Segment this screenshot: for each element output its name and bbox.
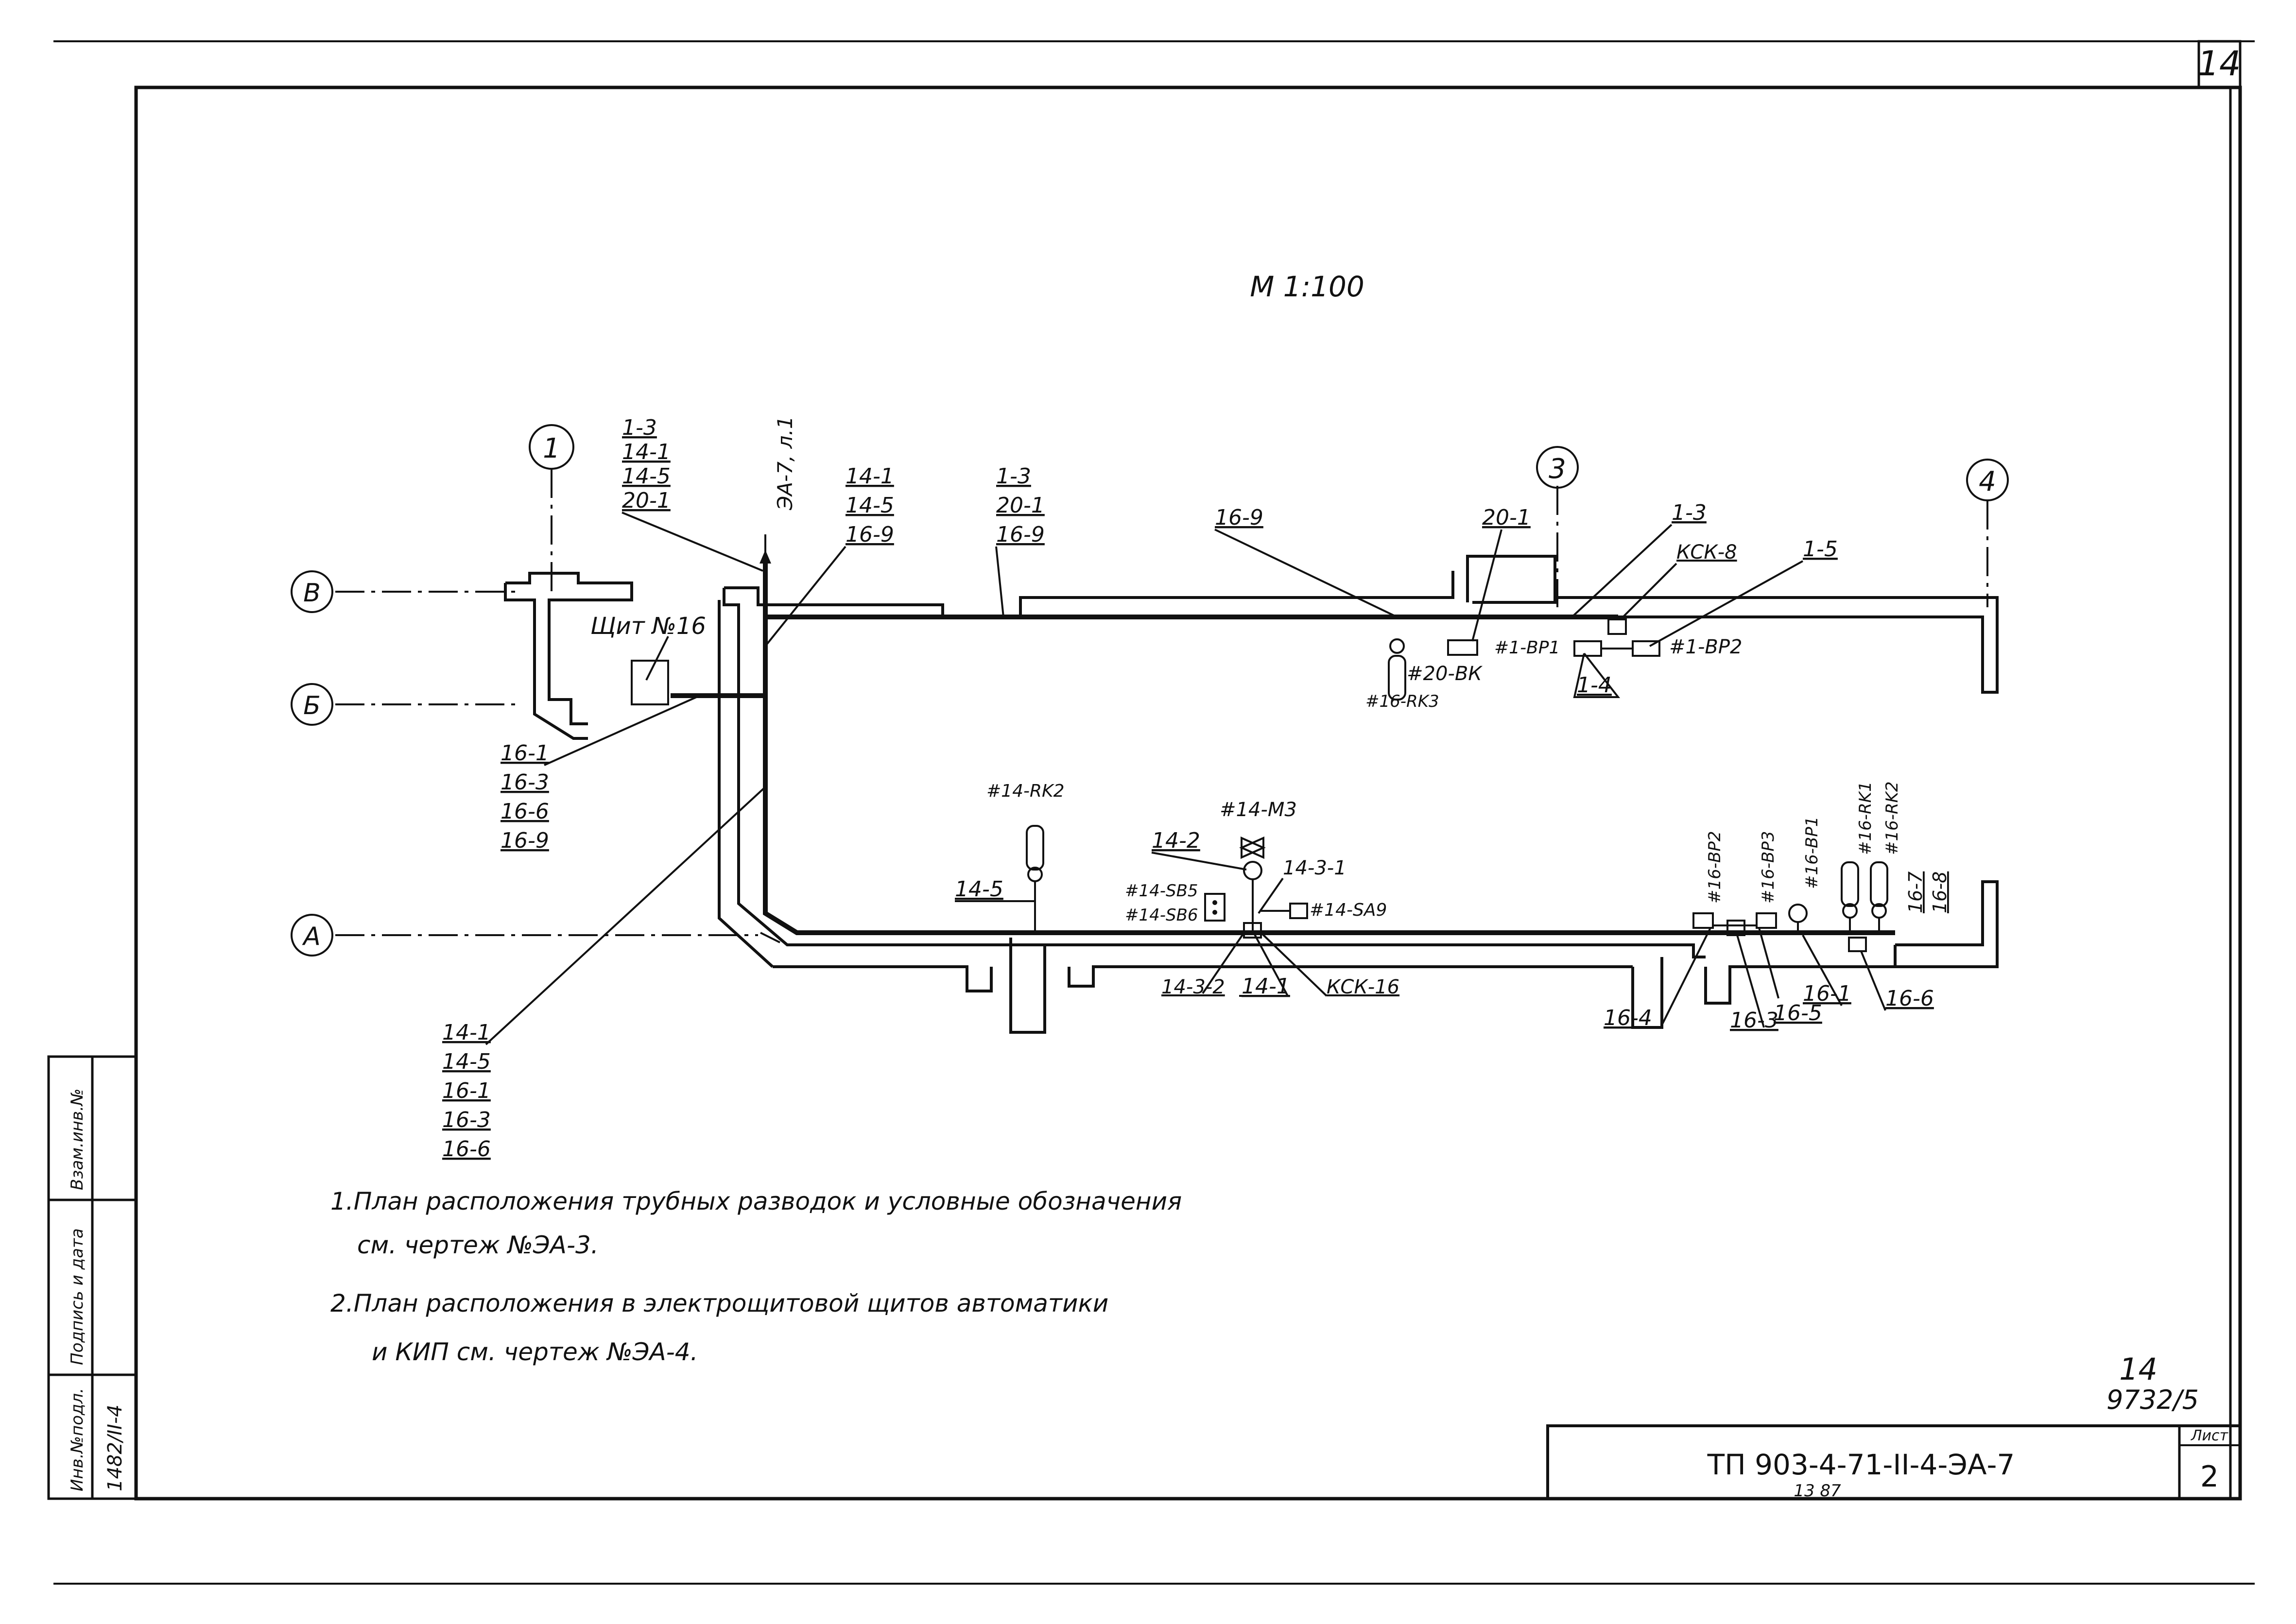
notes: 1.План расположения трубных разводок и у… xyxy=(330,1187,1182,1366)
svg-text:1-4: 1-4 xyxy=(1577,673,1612,698)
svg-text:14-5: 14-5 xyxy=(955,877,1003,902)
svg-text:16-6: 16-6 xyxy=(442,1137,491,1162)
svg-text:#14-М3: #14-М3 xyxy=(1220,799,1297,821)
stamp-inv-value: 1482/II-4 xyxy=(104,1404,126,1491)
note-1-line-1: 1.План расположения трубных разводок и у… xyxy=(330,1187,1182,1215)
svg-text:1-3: 1-3 xyxy=(1672,500,1707,525)
svg-text:#1-ВР2: #1-ВР2 xyxy=(1669,636,1742,658)
svg-text:#16-RK1: #16-RK1 xyxy=(1856,781,1875,855)
axis-bubble-a: А xyxy=(291,914,333,957)
scale-label: М 1:100 xyxy=(1250,270,1364,303)
svg-text:#14-SB6: #14-SB6 xyxy=(1125,906,1198,925)
stamp-podpis-data: Подпись и дата xyxy=(68,1228,87,1365)
svg-text:20-1: 20-1 xyxy=(1482,505,1531,530)
svg-text:#1-ВР1: #1-ВР1 xyxy=(1494,638,1560,658)
svg-text:14-3-2: 14-3-2 xyxy=(1161,976,1225,998)
svg-text:А: А xyxy=(302,922,321,951)
sheet-number-top: 14 xyxy=(2197,44,2241,84)
svg-text:14-2: 14-2 xyxy=(1152,828,1200,853)
svg-text:20-1: 20-1 xyxy=(996,493,1045,518)
svg-text:16-8: 16-8 xyxy=(1929,872,1951,913)
svg-text:16-3: 16-3 xyxy=(442,1108,491,1132)
svg-text:#16-ВР1: #16-ВР1 xyxy=(1802,817,1822,889)
svg-text:1-3: 1-3 xyxy=(622,415,657,440)
title-year: 13 87 xyxy=(1794,1481,1841,1501)
note-2-line-2: и КИП см. чертеж №ЭА-4. xyxy=(372,1338,698,1366)
svg-text:16-6: 16-6 xyxy=(501,799,549,824)
label-stack-bottom-left: 14-1 14-5 16-1 16-3 16-6 xyxy=(442,786,766,1162)
svg-text:14-3-1: 14-3-1 xyxy=(1283,857,1347,879)
note-2-line-1: 2.План расположения в электрощитовой щит… xyxy=(330,1289,1108,1317)
svg-text:3: 3 xyxy=(1549,453,1566,485)
handwritten-number: 14 xyxy=(2119,1351,2158,1387)
building-walls xyxy=(504,555,1999,1034)
axis-bubble-v: В xyxy=(291,570,333,613)
axis-bubble-3: 3 xyxy=(1536,446,1579,489)
pipe-routes xyxy=(671,534,1895,943)
title-list-number: 2 xyxy=(2200,1460,2219,1494)
svg-text:#14-SA9: #14-SA9 xyxy=(1310,900,1387,920)
svg-text:#16-ВР3: #16-ВР3 xyxy=(1759,831,1778,904)
stamp-inv-podl: Инв.№подл. xyxy=(68,1388,87,1491)
axis-bubble-1: 1 xyxy=(529,424,574,470)
sheet-frame xyxy=(53,40,2255,1585)
label-stack-left: 16-1 16-3 16-6 16-9 xyxy=(501,695,700,853)
svg-text:16-9: 16-9 xyxy=(1215,505,1263,530)
axis-lines xyxy=(335,469,1988,936)
svg-text:#16-RK2: #16-RK2 xyxy=(1882,781,1902,855)
svg-text:#14-RK2: #14-RK2 xyxy=(986,781,1065,801)
equipment-bottom-left: #14-RK2 14-5 #14-М3 14-2 14-3-1 #14-SB5 … xyxy=(955,781,1399,999)
label-stack-top-right: 1-3 20-1 16-9 xyxy=(995,464,1045,617)
axis-bubble-4: 4 xyxy=(1966,459,2009,501)
equipment-bottom-right: #16-ВР2 #16-ВР3 #16-ВР1 #16-RK1 #16-RK2 … xyxy=(1604,781,1951,1033)
svg-text:14-5: 14-5 xyxy=(622,464,671,489)
title-list-label: Лист xyxy=(2191,1427,2229,1444)
svg-text:16-1: 16-1 xyxy=(1803,981,1851,1006)
svg-text:#16-ВР2: #16-ВР2 xyxy=(1705,831,1725,904)
svg-text:16-9: 16-9 xyxy=(996,522,1045,547)
axis-bubble-b: Б xyxy=(291,683,333,726)
svg-text:14-1: 14-1 xyxy=(622,440,671,464)
svg-text:1: 1 xyxy=(543,433,560,464)
equipment-top: 16-9 #16-RK3 20-1 #20-ВК 1-3 КСК-8 #1-ВР… xyxy=(1214,500,1838,711)
svg-text:Б: Б xyxy=(303,691,321,720)
svg-text:16-5: 16-5 xyxy=(1774,1001,1822,1026)
svg-text:16-4: 16-4 xyxy=(1604,1006,1652,1030)
svg-text:16-3: 16-3 xyxy=(1730,1008,1778,1033)
svg-text:14-5: 14-5 xyxy=(846,493,894,518)
label-stack-top-mid: 14-1 14-5 16-9 xyxy=(764,464,894,647)
title-designation: ТП 903-4-71-II-4-ЭА-7 xyxy=(1707,1448,2015,1481)
svg-text:16-7: 16-7 xyxy=(1905,872,1926,913)
svg-text:1-3: 1-3 xyxy=(996,464,1031,489)
svg-text:14-1: 14-1 xyxy=(846,464,894,489)
svg-text:16-1: 16-1 xyxy=(501,741,549,766)
svg-text:16-3: 16-3 xyxy=(501,770,549,795)
svg-text:16-9: 16-9 xyxy=(501,828,549,853)
svg-text:14-1: 14-1 xyxy=(442,1020,491,1045)
svg-text:КСК-16: КСК-16 xyxy=(1327,976,1399,998)
svg-text:#16-RK3: #16-RK3 xyxy=(1365,692,1439,711)
note-1-line-2: см. чертеж №ЭА-3. xyxy=(357,1231,599,1259)
svg-text:16-6: 16-6 xyxy=(1885,986,1934,1011)
shield-label: Щит №16 xyxy=(590,613,706,640)
doc-ref: 9732/5 xyxy=(2106,1385,2199,1415)
riser-arrow xyxy=(760,550,771,564)
stamp-vzam-inv: Взам.инв.№ xyxy=(68,1089,87,1190)
riser-ref-label: ЭА-7, л.1 xyxy=(773,416,797,511)
svg-text:16-1: 16-1 xyxy=(442,1078,491,1103)
svg-text:#14-SB5: #14-SB5 xyxy=(1125,881,1198,901)
title-block xyxy=(1546,1424,2242,1500)
svg-text:20-1: 20-1 xyxy=(622,488,671,513)
svg-text:16-9: 16-9 xyxy=(846,522,894,547)
svg-text:В: В xyxy=(303,579,321,608)
svg-text:4: 4 xyxy=(1979,466,1996,497)
svg-text:14-5: 14-5 xyxy=(442,1049,491,1074)
side-stamp xyxy=(47,1055,138,1500)
shield-box xyxy=(631,660,669,705)
svg-text:КСК-8: КСК-8 xyxy=(1676,541,1737,564)
svg-text:#20-ВК: #20-ВК xyxy=(1407,663,1483,685)
label-stack-top-left: 1-3 14-1 14-5 20-1 xyxy=(621,415,763,572)
svg-text:1-5: 1-5 xyxy=(1803,537,1838,562)
